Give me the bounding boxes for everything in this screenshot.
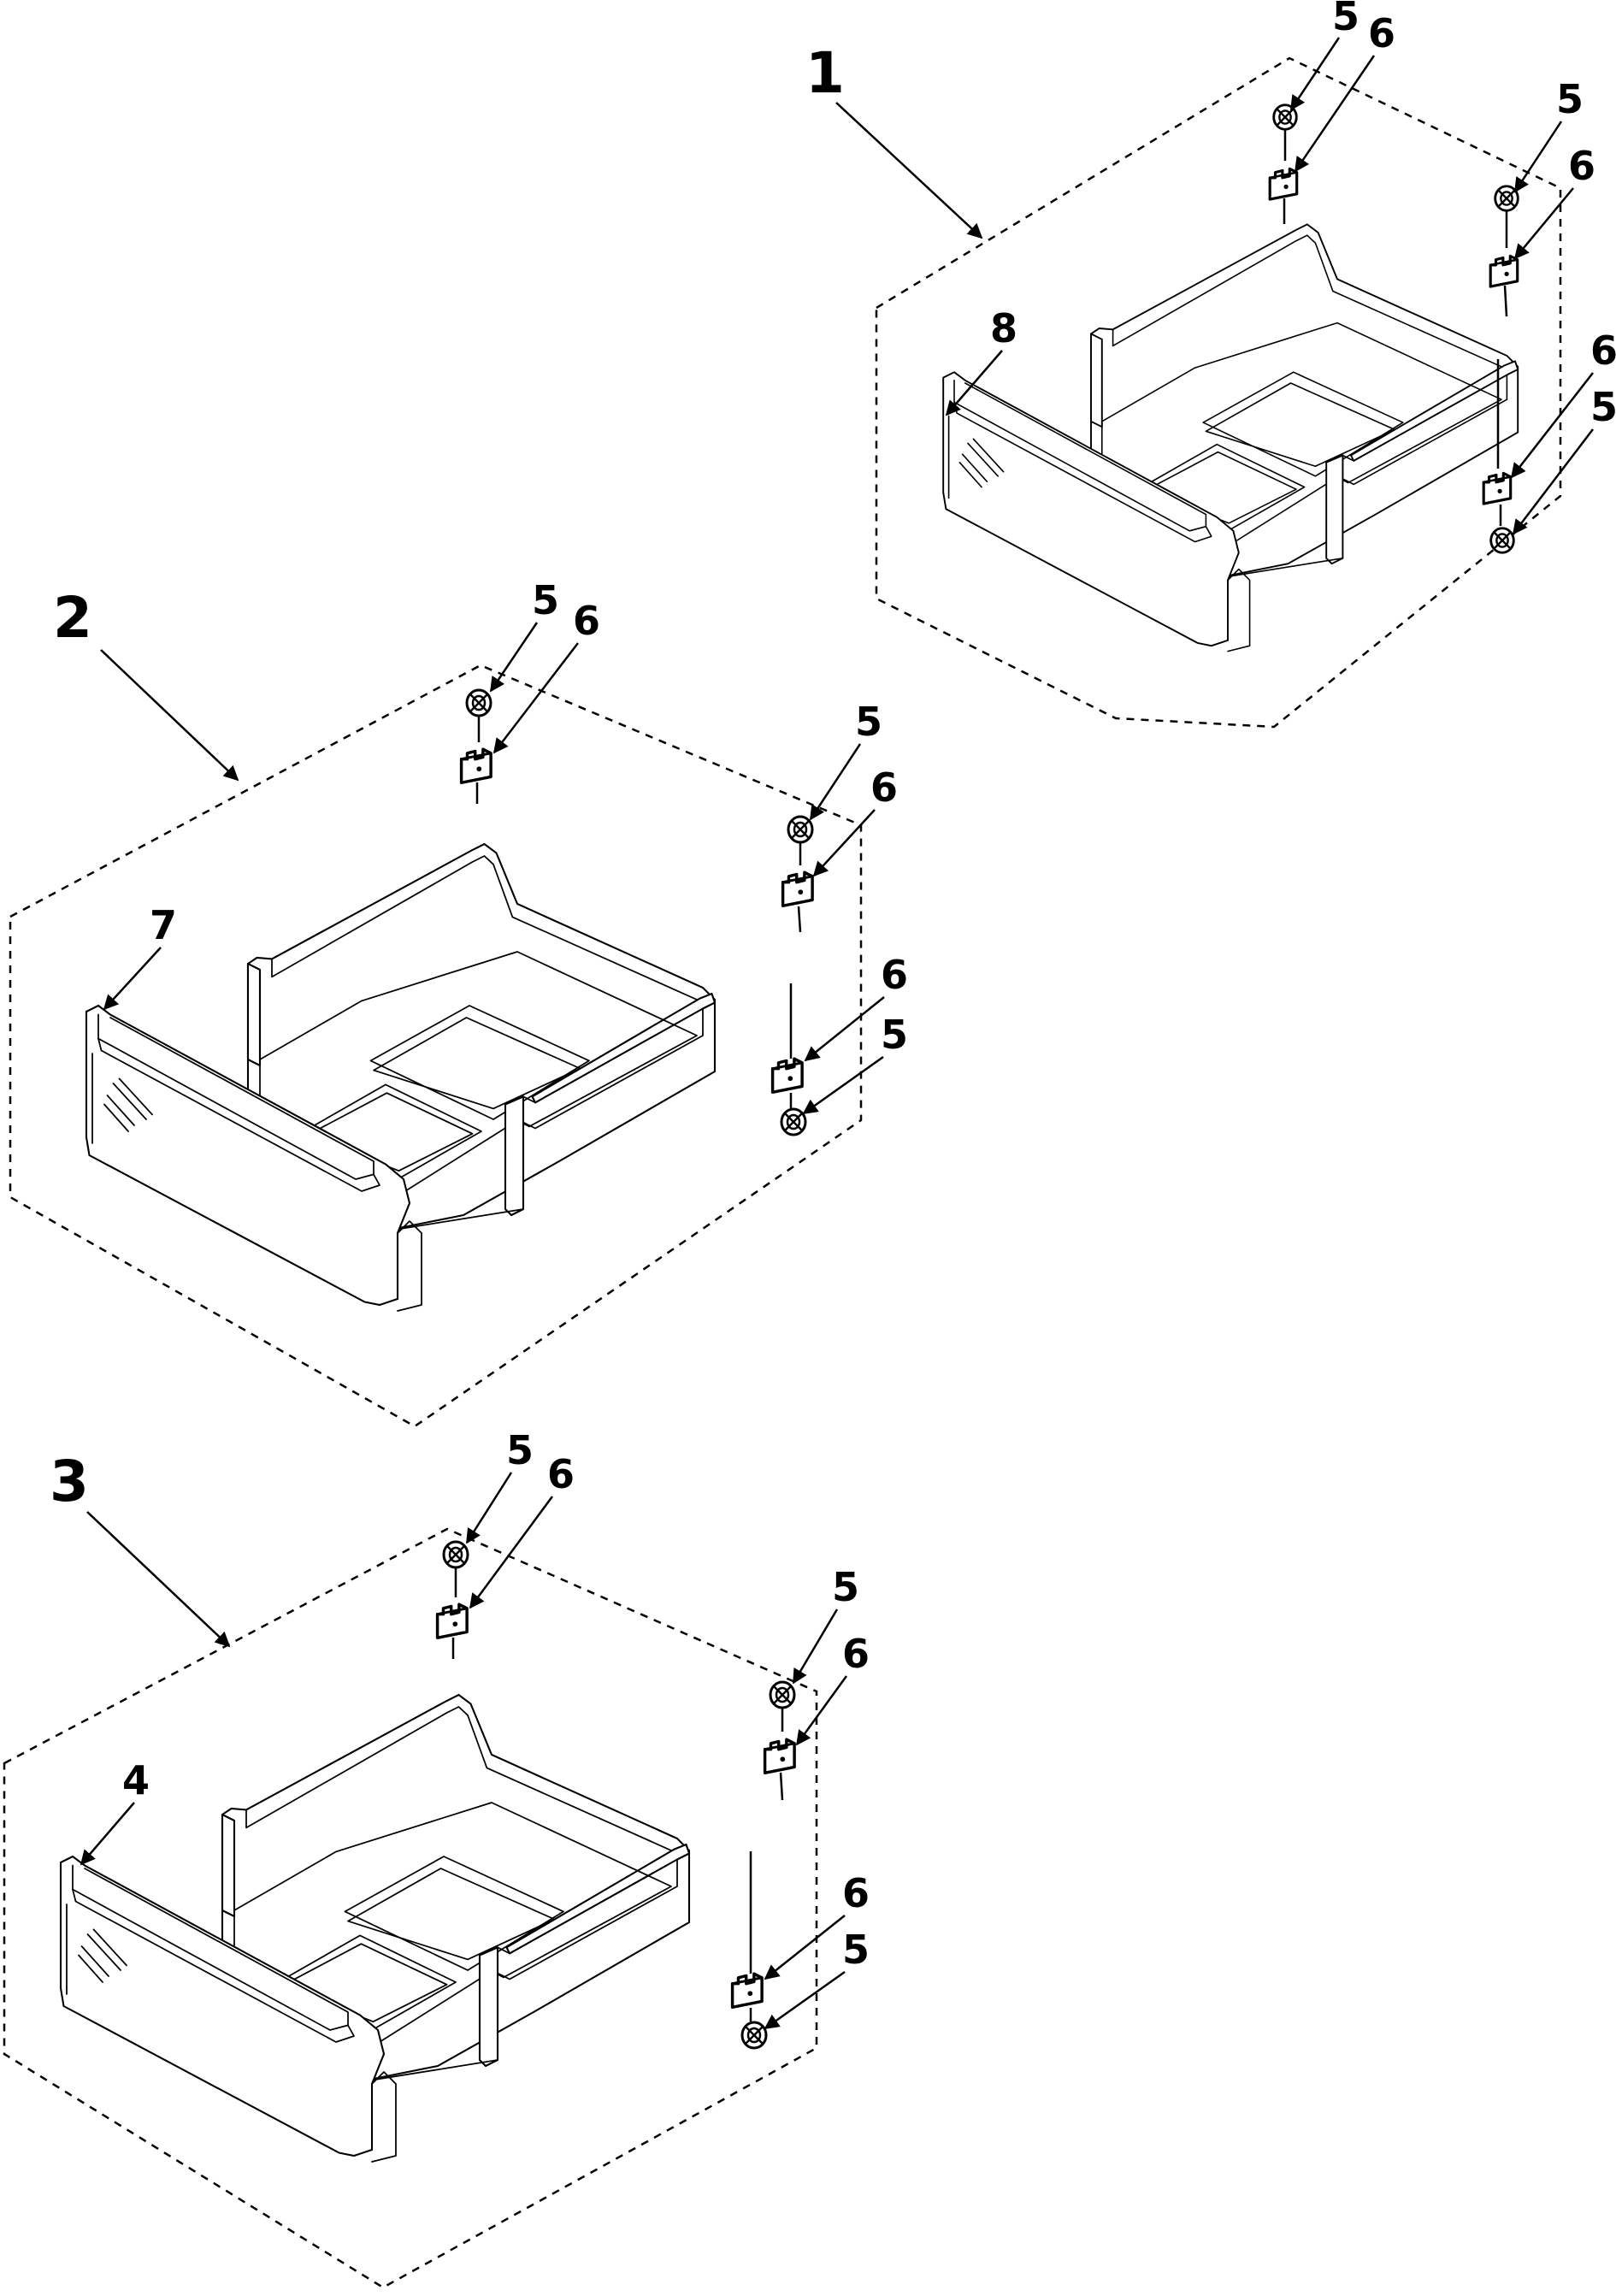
roller-callout: 5 <box>1590 384 1616 430</box>
roller-icon <box>1494 185 1519 212</box>
roller-icon <box>769 1680 796 1709</box>
roller-icon <box>780 1107 807 1136</box>
clip-callout: 6 <box>881 952 908 998</box>
clip-callout: 6 <box>1590 328 1616 374</box>
clip-icon <box>435 1602 469 1640</box>
clip-icon <box>730 1972 764 2010</box>
clip-icon <box>1489 254 1519 288</box>
roller-callout: 5 <box>506 1427 534 1473</box>
assembly-callout: 1 <box>805 40 845 106</box>
clip-icon <box>763 1738 796 1775</box>
clip-icon <box>770 1057 804 1095</box>
roller-icon <box>1272 103 1298 131</box>
clip-icon <box>1268 167 1299 201</box>
assembly-3: 3 4 5 6 5 6 6 5 <box>3 1427 870 2289</box>
assembly-callout: 2 <box>53 585 92 651</box>
roller-icon <box>442 1540 469 1569</box>
roller-callout: 5 <box>855 699 882 745</box>
clip-callout: 6 <box>842 1631 870 1677</box>
clip-callout: 6 <box>547 1451 575 1497</box>
clip-callout: 6 <box>842 1870 870 1916</box>
clip-icon <box>781 871 814 908</box>
clip-icon <box>459 747 492 785</box>
roller-icon <box>1489 527 1515 554</box>
assembly-callout: 3 <box>50 1449 89 1514</box>
roller-icon <box>740 2021 768 2050</box>
roller-callout: 5 <box>832 1564 859 1610</box>
front-callout: 4 <box>122 1757 150 1803</box>
roller-callout: 5 <box>1332 0 1359 39</box>
clip-callout: 6 <box>1368 10 1395 56</box>
assembly-2: 2 7 5 6 5 6 6 5 <box>9 577 908 1428</box>
clip-callout: 6 <box>1568 143 1595 189</box>
roller-callout: 5 <box>1556 76 1584 122</box>
front-callout: 7 <box>150 902 177 948</box>
roller-callout: 5 <box>881 1012 908 1058</box>
front-callout: 8 <box>990 305 1017 351</box>
clip-icon <box>1482 471 1513 505</box>
clip-callout: 6 <box>870 764 898 811</box>
roller-icon <box>465 688 492 717</box>
assembly-1: 1 8 5 6 5 6 6 5 <box>805 0 1616 729</box>
roller-callout: 5 <box>842 1927 870 1973</box>
roller-callout: 5 <box>532 577 559 623</box>
roller-icon <box>787 815 814 844</box>
clip-callout: 6 <box>573 598 600 644</box>
